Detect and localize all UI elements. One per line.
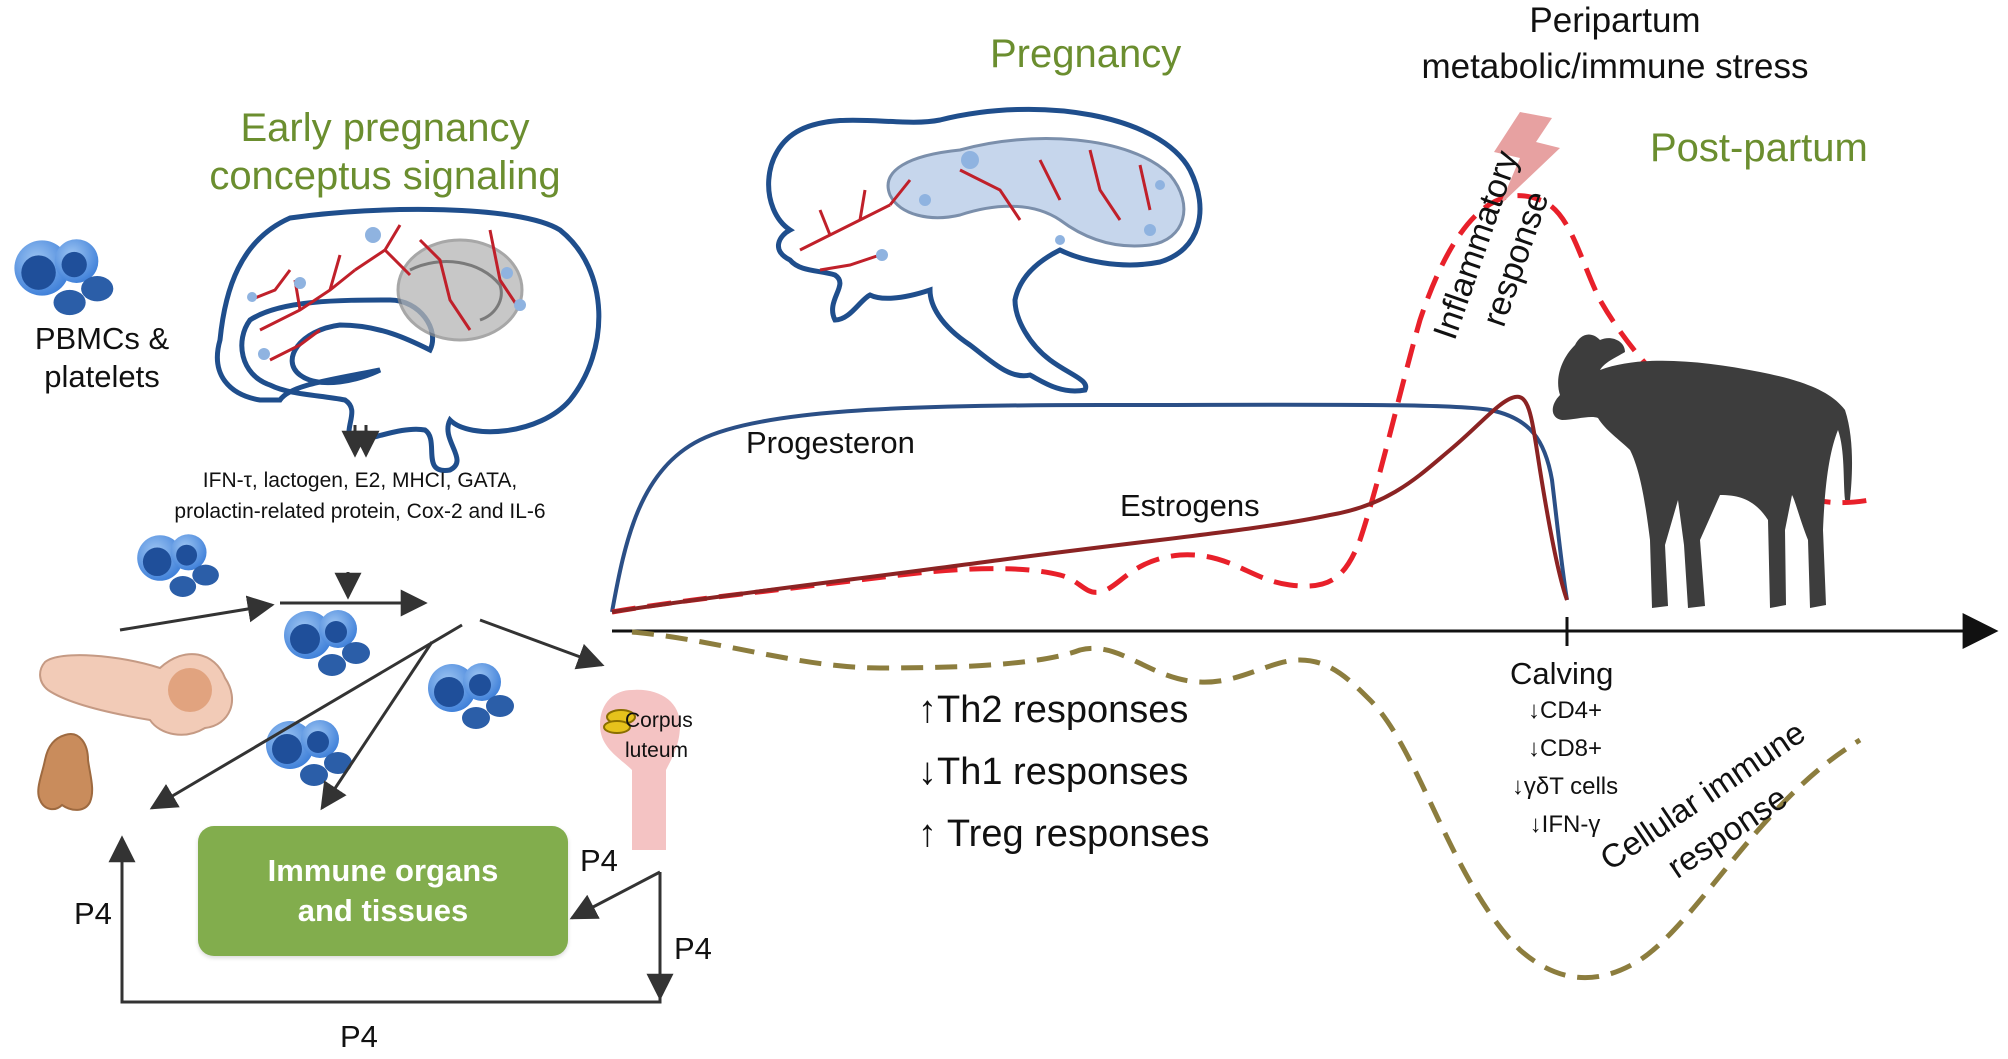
estrogens-label: Estrogens (1120, 488, 1260, 523)
uterus-early-icon (214, 206, 602, 473)
cell-cluster-icon (266, 720, 352, 786)
th1-response: ↓Th1 responses (918, 751, 1189, 793)
cell-cluster-icon (137, 534, 219, 597)
corpus-luteum-icon (600, 689, 680, 850)
p4-label-left: P4 (74, 896, 112, 931)
th2-response: ↑Th2 responses (918, 689, 1189, 731)
pregnancy-title: Pregnancy (990, 32, 1182, 76)
p4-arrow (569, 870, 661, 920)
p4-label-bottom: P4 (340, 1019, 378, 1054)
thymus-icon (37, 733, 94, 811)
p4-label-right: P4 (674, 931, 712, 966)
calf-icon (1552, 334, 1853, 608)
cd4-change: ↓CD4+ (1527, 697, 1603, 724)
estrogens-curve (611, 394, 1569, 614)
lightning-icon (1494, 112, 1560, 205)
progesterone-curve (610, 402, 1569, 613)
p4-label-top: P4 (580, 843, 618, 878)
bone-icon (39, 653, 234, 736)
gdt-change: ↓γδT cells (1511, 773, 1619, 800)
pbmc-label: PBMCs & platelets (34, 321, 170, 394)
inflammatory-curve (611, 193, 1871, 615)
flow-arrow (149, 623, 463, 810)
cell-cluster-icon (428, 663, 514, 729)
treg-response: ↑ Treg responses (918, 813, 1210, 855)
peripartum-title: Peripartum metabolic/immune stress (1421, 1, 1809, 86)
cell-cluster-icon (284, 610, 370, 676)
early-pregnancy-title: Early pregnancy conceptus signaling (209, 106, 561, 198)
flow-arrow (320, 641, 434, 811)
immune-organs-box: Immune organs and tissues (198, 826, 568, 956)
uterus-pregnancy-icon (766, 106, 1203, 394)
flow-arrow (119, 595, 275, 632)
calving-label: Calving (1510, 656, 1614, 691)
calving-changes: ↓CD4+ ↓CD8+ ↓γδT cells ↓IFN-γ (1480, 692, 1650, 844)
signals-label: IFN-τ, lactogen, E2, MHCI, GATA, prolact… (174, 469, 546, 523)
postpartum-title: Post-partum (1650, 126, 1868, 170)
cellular-immune-curve (631, 629, 1862, 981)
ifng-change: ↓IFN-γ (1529, 811, 1601, 838)
cd8-change: ↓CD8+ (1527, 735, 1603, 762)
pbmc-cells-icon (14, 239, 114, 316)
th-responses-list: ↑Th2 responses ↓Th1 responses ↑ Treg res… (918, 686, 1209, 858)
flow-arrow (479, 618, 605, 670)
corpus-luteum-label: Corpus luteum (625, 709, 693, 762)
progesterone-label: Progesteron (746, 425, 915, 460)
